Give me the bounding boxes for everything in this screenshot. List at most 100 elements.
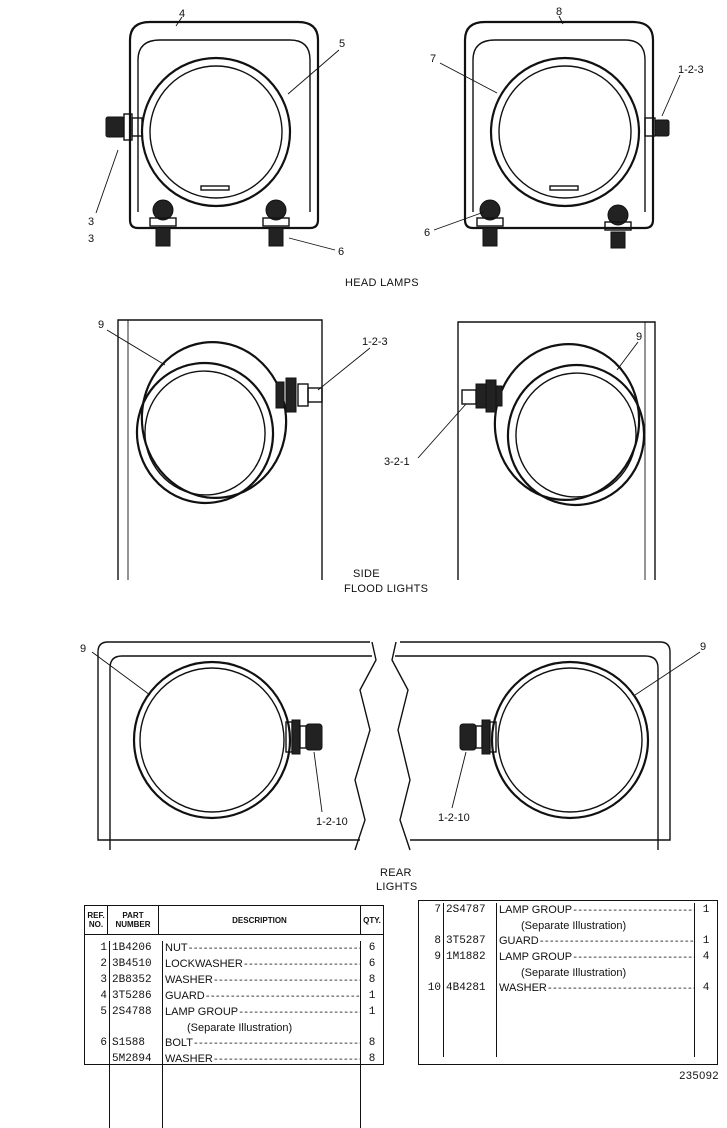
cell-part-number: 3B4510 — [110, 957, 163, 973]
callout-side-left-nut: 1-2-3 — [362, 336, 388, 348]
cell-ref — [85, 1021, 110, 1036]
cell-description: LAMP GROUP------------------------------… — [497, 950, 695, 966]
cell-part-number — [444, 966, 497, 981]
cell-qty — [361, 1021, 383, 1036]
cell-qty: 8 — [368, 974, 376, 986]
table-filler — [419, 997, 717, 1057]
callout-head-right-bolt: 6 — [424, 227, 430, 239]
section-captions: HEAD LAMPS SIDE FLOOD LIGHTS REAR LIGHTS — [344, 277, 428, 893]
cell-ref: 5 — [85, 1005, 110, 1021]
callout-side-left-lamp: 9 — [98, 319, 104, 331]
side-flood-left — [117, 319, 323, 580]
cell-description: GUARD-----------------------------------… — [497, 934, 695, 950]
rear-light-right — [391, 641, 671, 851]
header-qty: QTY. — [363, 915, 381, 925]
cell-description: GUARD-----------------------------------… — [163, 989, 361, 1005]
rear-light-leaders — [91, 651, 701, 813]
dot-leader: ---------------------------------------- — [242, 960, 360, 971]
side-flood-leaders — [106, 329, 639, 459]
callout-head-left-lamp: 5 — [339, 38, 345, 50]
cell-part-number: 3T5287 — [444, 934, 497, 950]
callout-head-left-guard: 4 — [179, 8, 185, 20]
dot-leader: ---------------------------------------- — [212, 976, 361, 987]
rear-light-left — [97, 641, 377, 851]
dot-leader: ---------------------------------------- — [187, 944, 361, 955]
callout-head-left-nut-b: 3 — [88, 233, 94, 245]
cell-ref: 4 — [85, 989, 110, 1005]
header-description: DESCRIPTION — [159, 906, 361, 934]
caption-side-line1: SIDE — [353, 568, 380, 580]
header-part-number: PART NUMBER — [108, 906, 159, 934]
callout-rear-left-nut: 1-2-10 — [316, 816, 348, 828]
callout-head-right-nut: 1-2-3 — [678, 64, 704, 76]
side-flood-right — [457, 321, 656, 580]
filler-cell — [361, 1068, 383, 1128]
callout-head-right-lamp: 7 — [430, 53, 436, 65]
table-row: (Separate Illustration) — [419, 966, 717, 981]
caption-rear-line1: REAR — [380, 867, 412, 879]
dot-leader: ---------------------------------------- — [204, 992, 360, 1003]
cell-part-number — [110, 1021, 163, 1036]
callout-side-right-lamp: 9 — [636, 331, 642, 343]
cell-part-number: 2S4787 — [444, 903, 497, 919]
callout-labels: 4 5 3 3 6 8 7 1-2-3 6 9 1-2-3 9 3-2-1 9 … — [80, 6, 706, 828]
cell-description: BOLT------------------------------------… — [163, 1036, 361, 1052]
callout-head-right-guard: 8 — [556, 6, 562, 18]
cell-ref: 7 — [419, 903, 444, 919]
cell-qty: 1 — [702, 904, 710, 916]
dot-leader: ---------------------------------------- — [572, 953, 695, 964]
cell-description: (Separate Illustration) — [163, 1021, 361, 1036]
cell-qty: 8 — [368, 1053, 376, 1065]
cell-part-number: 1M1882 — [444, 950, 497, 966]
cell-part-number: 5M2894 — [110, 1052, 163, 1068]
cell-qty: 1 — [368, 1006, 376, 1018]
filler-cell — [85, 1068, 110, 1128]
cell-ref: 8 — [419, 934, 444, 950]
filler-cell — [419, 997, 444, 1057]
cell-qty — [695, 966, 717, 981]
filler-cell — [695, 997, 717, 1057]
cell-part-number: 2S4788 — [110, 1005, 163, 1021]
head-lamp-leaders — [95, 15, 681, 251]
caption-rear-line2: LIGHTS — [376, 881, 418, 893]
cell-part-number: 2B8352 — [110, 973, 163, 989]
cell-description: NUT-------------------------------------… — [163, 941, 361, 957]
table-row: (Separate Illustration) — [419, 919, 717, 934]
cell-ref: 6 — [85, 1036, 110, 1052]
dot-leader: ---------------------------------------- — [546, 984, 695, 995]
cell-description: WASHER----------------------------------… — [163, 973, 361, 989]
filler-cell — [163, 1068, 361, 1128]
table-filler — [85, 1068, 383, 1128]
cell-description: LAMP GROUP------------------------------… — [163, 1005, 361, 1021]
cell-description: WASHER----------------------------------… — [497, 981, 695, 997]
cell-ref — [85, 1052, 110, 1068]
head-lamp-right — [463, 20, 670, 249]
callout-rear-right-lamp: 9 — [700, 641, 706, 653]
cell-description: (Separate Illustration) — [497, 966, 695, 981]
cell-qty: 8 — [368, 1037, 376, 1049]
cell-ref — [419, 919, 444, 934]
cell-qty: 6 — [368, 942, 376, 954]
cell-description: (Separate Illustration) — [497, 919, 695, 934]
dot-leader: ---------------------------------------- — [238, 1008, 361, 1019]
cell-ref — [419, 966, 444, 981]
parts-table-header: REF. NO. PART NUMBER DESCRIPTION QTY. — [85, 906, 383, 935]
cell-part-number: S1588 — [110, 1036, 163, 1052]
dot-leader: ---------------------------------------- — [538, 937, 694, 948]
cell-description: WASHER----------------------------------… — [163, 1052, 361, 1068]
parts-diagram: 4 5 3 3 6 8 7 1-2-3 6 9 1-2-3 9 3-2-1 9 … — [80, 6, 706, 893]
filler-cell — [110, 1068, 163, 1128]
callout-side-right-nut: 3-2-1 — [384, 456, 410, 468]
